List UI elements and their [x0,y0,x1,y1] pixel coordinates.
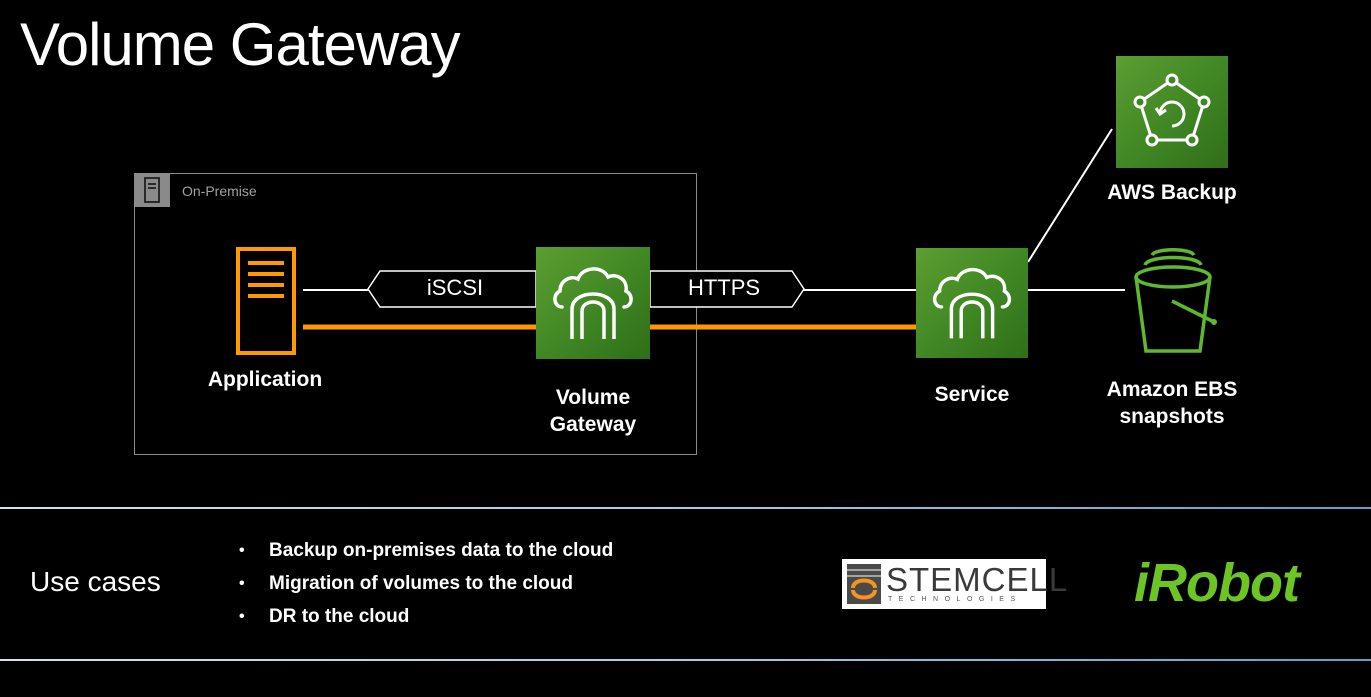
aws-backup-label: AWS Backup [1107,181,1237,204]
ebs-snapshots-bucket-icon [1128,245,1218,357]
service-cloud-icon [932,267,1012,339]
ebs-snapshots-label: Amazon EBS snapshots [1106,378,1238,428]
https-label: HTTPS [687,275,761,300]
aws-backup-tile [1116,56,1228,168]
use-case-item: Migration of volumes to the cloud [232,567,613,600]
on-premise-group [134,173,697,455]
volume-gateway-tile [536,247,650,359]
gateway-cloud-icon [553,267,633,339]
iscsi-label: iSCSI [426,275,484,300]
irobot-logo: iRobot [1134,553,1300,613]
use-cases-list: Backup on-premises data to the cloud Mig… [232,534,613,633]
service-tile [916,248,1028,358]
aws-backup-icon [1133,73,1211,147]
use-case-item: DR to the cloud [232,600,613,633]
volume-gateway-label: Volume Gateway [549,386,637,436]
service-label: Service [934,383,1010,406]
group-label: On-Premise [182,183,257,199]
server-rack-icon [134,173,170,207]
use-cases-title: Use cases [30,566,161,597]
section-divider-bottom [0,659,1371,661]
application-label: Application [207,368,323,391]
application-icon [236,247,296,355]
stemcell-wordmark: STEMCELL [886,561,1069,598]
page-title: Volume Gateway [20,11,461,78]
section-divider-top [0,507,1371,509]
stemcell-subtitle: TECHNOLOGIES [888,596,1022,603]
use-case-item: Backup on-premises data to the cloud [232,534,613,567]
stemcell-emblem-icon [847,564,881,604]
